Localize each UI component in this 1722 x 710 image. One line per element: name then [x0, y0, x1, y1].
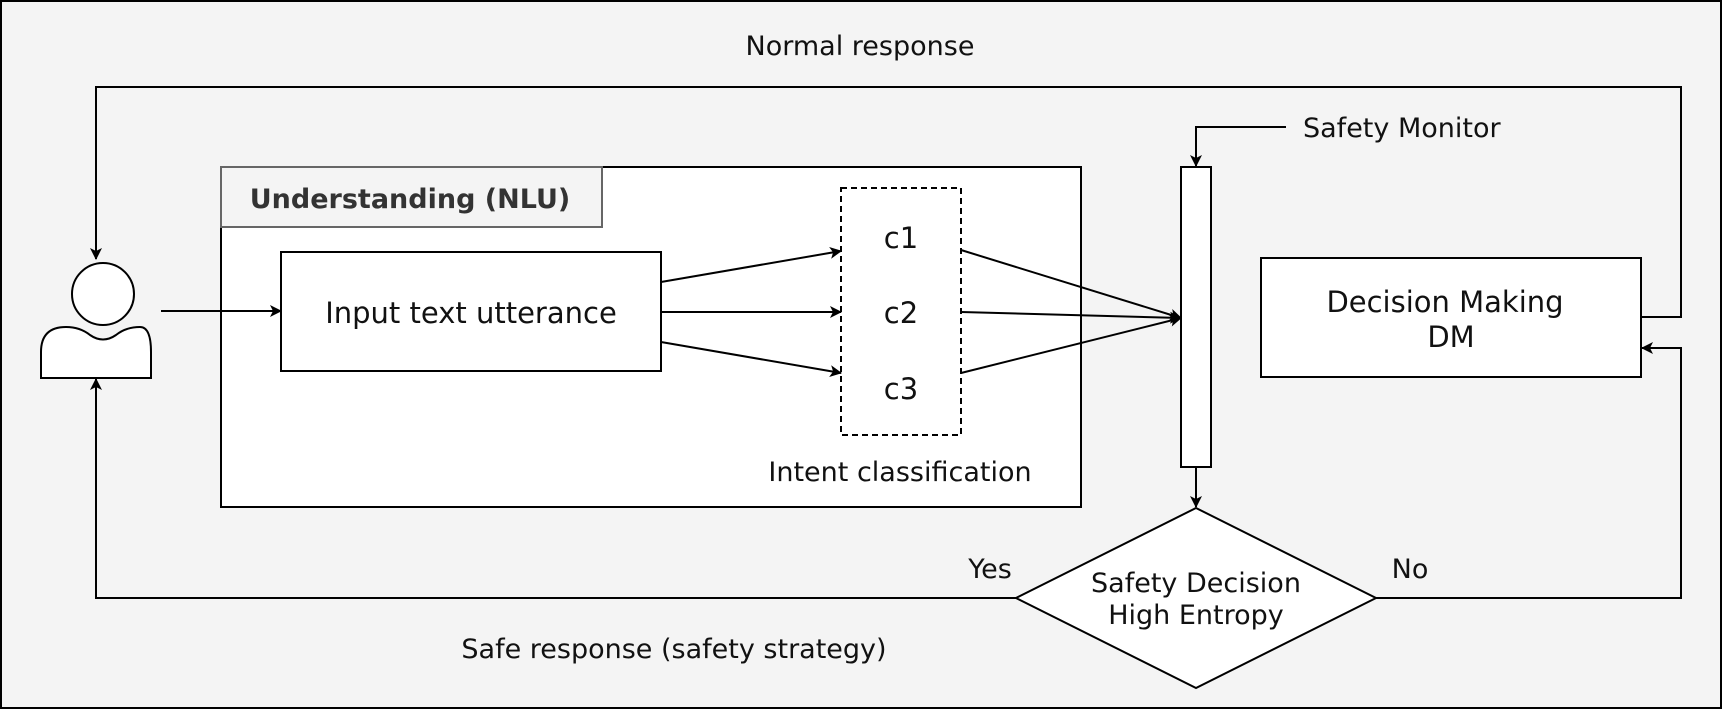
safety-monitor-arrow — [1190, 126, 1286, 167]
safety-decision-line2: High Entropy — [1108, 600, 1284, 631]
no-branch-arrow — [1376, 342, 1682, 599]
input-to-c1-arrow — [660, 246, 842, 283]
class-c2: c2 — [884, 296, 918, 330]
class-c1: c1 — [884, 221, 918, 255]
safety-decision-line1: Safety Decision — [1091, 568, 1301, 599]
nlu-title-box — [220, 166, 603, 228]
input-to-c3-arrow — [660, 341, 842, 378]
decision-making-line2: DM — [1427, 320, 1474, 354]
normal-response-arrow — [90, 86, 1682, 318]
normal-response-label: Normal response — [746, 31, 975, 62]
nlu-title: Understanding (NLU) — [250, 184, 571, 215]
no-label: No — [1392, 554, 1429, 585]
c2-to-monitor-arrow — [960, 311, 1182, 324]
c1-to-monitor-arrow — [960, 249, 1182, 321]
safety-monitor-bar — [1180, 166, 1212, 468]
intent-classes-box — [840, 187, 962, 436]
c3-to-monitor-arrow — [960, 314, 1182, 374]
safe-response-label: Safe response (safety strategy) — [461, 634, 886, 665]
decision-making-line1: Decision Making — [1326, 285, 1563, 319]
safety-decision-diamond — [1013, 506, 1379, 690]
input-utterance-label: Input text utterance — [325, 296, 617, 330]
safety-monitor-label: Safety Monitor — [1303, 113, 1501, 144]
intent-classification-label: Intent classification — [768, 457, 1031, 488]
user-icon — [40, 262, 152, 379]
decision-making-box — [1260, 257, 1642, 378]
class-c3: c3 — [884, 372, 918, 406]
yes-label: Yes — [967, 554, 1012, 585]
yes-branch-arrow — [90, 378, 1016, 599]
